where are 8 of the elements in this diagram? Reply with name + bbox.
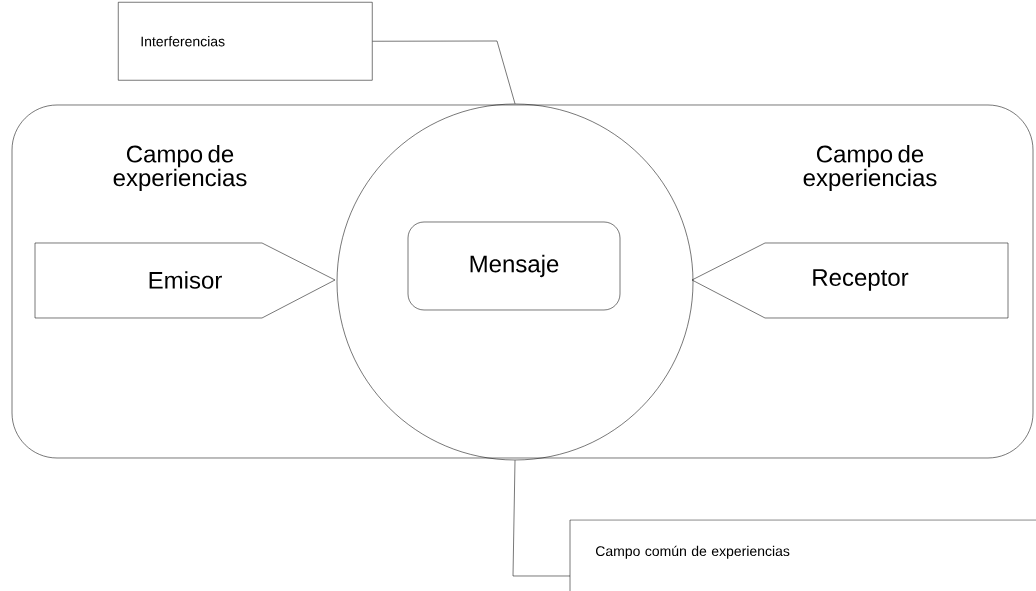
message-box: Mensaje — [407, 221, 621, 311]
pentagon-arrow-box: Receptor — [691, 242, 1009, 319]
circle — [336, 103, 694, 461]
pentagon-arrow-box: Emisor — [34, 242, 336, 319]
text-box: Campo común de experiencias — [569, 519, 1036, 591]
leader-line — [512, 460, 571, 577]
text-box: Interferencias — [118, 2, 373, 81]
leader-line — [372, 40, 516, 104]
